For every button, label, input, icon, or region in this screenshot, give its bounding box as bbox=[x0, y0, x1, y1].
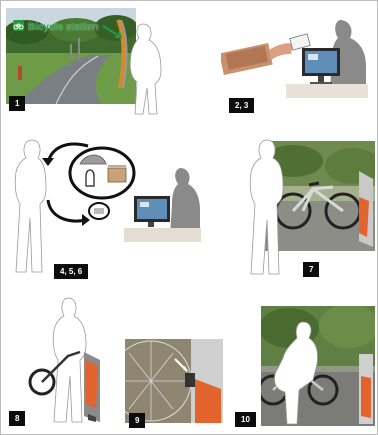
clerk-at-computer bbox=[286, 18, 368, 98]
person-silhouette-7 bbox=[243, 138, 287, 280]
panel-1: Bicycle station 1 bbox=[6, 8, 174, 118]
step-number-9: 9 bbox=[129, 413, 145, 428]
bicycle-station-icon bbox=[13, 20, 24, 31]
step-number-4-5-6: 4, 5, 6 bbox=[54, 264, 88, 279]
step-number-2-3: 2, 3 bbox=[229, 98, 254, 113]
panel-10: 10 bbox=[233, 306, 375, 432]
clerk-at-computer-2 bbox=[124, 166, 201, 242]
person-with-bike-at-dock bbox=[28, 296, 116, 426]
step-number-1: 1 bbox=[9, 96, 25, 111]
person-silhouette-10 bbox=[263, 320, 323, 428]
step-number-8: 8 bbox=[9, 411, 25, 426]
panel-4-5-6: 4, 5, 6 bbox=[6, 136, 201, 286]
bicycle-station-label: Bicycle station bbox=[28, 22, 99, 33]
panel-7: 7 bbox=[241, 136, 375, 284]
step-number-7: 7 bbox=[303, 262, 319, 277]
panel-9-photo bbox=[125, 339, 223, 423]
panel-2-3: 2, 3 bbox=[191, 8, 373, 113]
panel-9: 9 bbox=[125, 339, 223, 433]
step-number-10: 10 bbox=[235, 412, 256, 427]
card-oval bbox=[88, 202, 110, 220]
person-silhouette bbox=[121, 22, 171, 118]
panel-8: 8 bbox=[6, 296, 118, 432]
